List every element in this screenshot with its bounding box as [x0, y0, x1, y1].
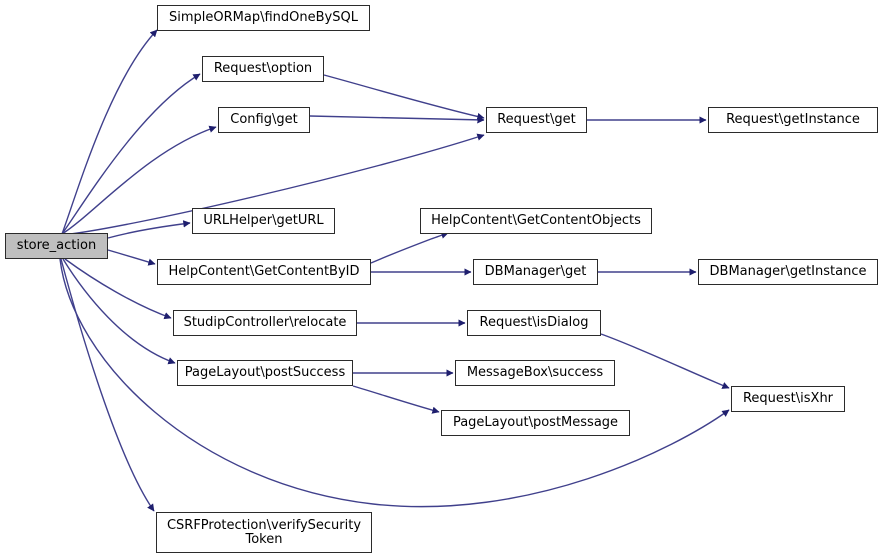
graph-node-urlhelper_geturl[interactable]: URLHelper\getURL [192, 208, 335, 234]
graph-edge-store_action-to-csrf_verify [60, 258, 155, 512]
graph-node-studip_relocate[interactable]: StudipController\relocate [173, 310, 357, 336]
graph-node-label: Request\getInstance [726, 112, 860, 127]
graph-node-label: SimpleORMap\findOneBySQL [169, 10, 358, 25]
graph-node-dbmanager_getinstance[interactable]: DBManager\getInstance [698, 259, 878, 285]
graph-node-request_isdialog[interactable]: Request\isDialog [467, 310, 601, 336]
graph-edge-store_action-to-studip_relocate [64, 258, 172, 320]
graph-node-getcontentobjects[interactable]: HelpContent\GetContentObjects [420, 208, 652, 234]
graph-edge-pagelayout_postsuccess-to-pagelayout_postmessage [352, 385, 440, 414]
graph-node-request_getinstance[interactable]: Request\getInstance [708, 107, 878, 133]
graph-edge-store_action-to-request_option [61, 73, 201, 235]
graph-node-config_get[interactable]: Config\get [218, 107, 310, 133]
graph-node-findOneBySQL[interactable]: SimpleORMap\findOneBySQL [157, 5, 370, 31]
graph-node-label: HelpContent\GetContentByID [168, 264, 360, 279]
graph-edge-config_get-to-request_get [309, 115, 485, 124]
graph-node-request_isxhr[interactable]: Request\isXhr [731, 386, 845, 412]
graph-node-label: StudipController\relocate [183, 315, 347, 330]
graph-node-label: store_action [16, 238, 97, 253]
graph-node-label: PageLayout\postSuccess [184, 365, 346, 380]
graph-edge-store_action-to-getcontentbyid [107, 249, 156, 266]
graph-node-label: DBManager\getInstance [709, 264, 867, 279]
graph-node-store_action[interactable]: store_action [5, 233, 108, 259]
graph-edge-getcontentbyid-to-getcontentobjects [370, 231, 449, 264]
graph-node-label: Request\get [497, 112, 576, 127]
graph-edge-request_option-to-request_get [323, 74, 485, 121]
graph-node-pagelayout_postmessage[interactable]: PageLayout\postMessage [441, 410, 630, 436]
graph-edge-store_action-to-findOneBySQL [61, 29, 158, 235]
graph-node-request_get[interactable]: Request\get [486, 107, 587, 133]
graph-node-label: PageLayout\postMessage [452, 415, 619, 430]
graph-node-getcontentbyid[interactable]: HelpContent\GetContentByID [157, 259, 371, 285]
graph-node-request_option[interactable]: Request\option [202, 56, 324, 82]
graph-edge-request_isdialog-to-request_isxhr [600, 333, 730, 389]
graph-edge-store_action-to-request_isxhr [59, 258, 730, 508]
graph-node-label: Request\isDialog [479, 315, 589, 330]
graph-node-dbmanager_get[interactable]: DBManager\get [473, 259, 598, 285]
graph-node-pagelayout_postsuccess[interactable]: PageLayout\postSuccess [177, 360, 353, 386]
graph-node-label: Config\get [230, 112, 298, 127]
graph-node-label: Request\isXhr [742, 391, 834, 406]
graph-node-label: URLHelper\getURL [203, 213, 324, 228]
graph-node-label: MessageBox\success [466, 365, 604, 380]
graph-node-label: Request\option [213, 61, 313, 76]
graph-node-label: HelpContent\GetContentObjects [431, 213, 641, 228]
graph-node-messagebox_success[interactable]: MessageBox\success [455, 360, 615, 386]
graph-node-label: CSRFProtection\verifySecurity Token [166, 517, 362, 547]
graph-node-csrf_verify[interactable]: CSRFProtection\verifySecurity Token [156, 512, 372, 553]
graph-node-label: DBManager\get [484, 264, 587, 279]
graph-edge-store_action-to-urlhelper_geturl [107, 220, 191, 239]
